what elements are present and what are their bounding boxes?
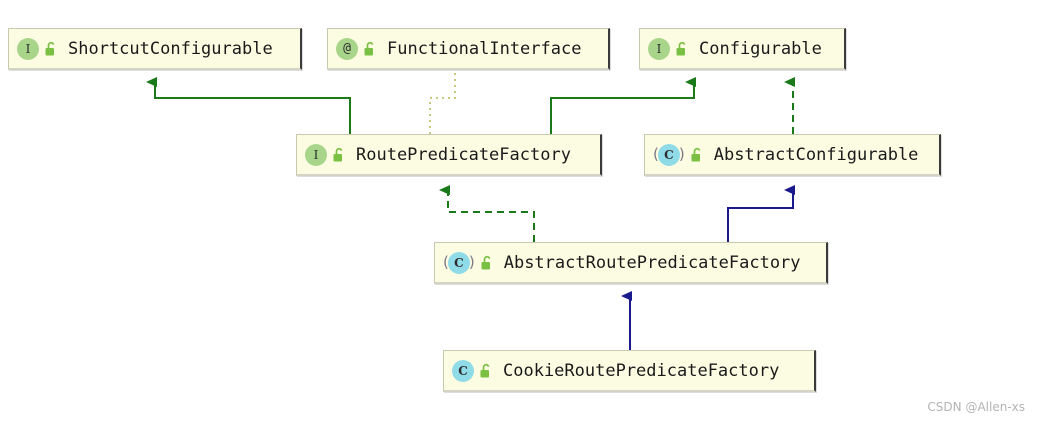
annotation-icon-glyph: @	[336, 37, 358, 60]
abstract-class-icon-glyph: C	[657, 143, 680, 166]
interface-icon-glyph: I	[305, 143, 327, 166]
unlocked-padlock-icon	[333, 147, 343, 161]
node-icon-group: C	[452, 359, 493, 382]
node-routepredicatefactory[interactable]: I RoutePredicateFactory	[296, 134, 602, 176]
interface-icon: I	[305, 143, 327, 166]
node-configurable[interactable]: I Configurable	[639, 28, 846, 70]
unlocked-padlock-icon	[676, 41, 686, 55]
node-label: FunctionalInterface	[387, 38, 582, 59]
node-label: AbstractRoutePredicateFactory	[503, 252, 801, 273]
class-icon-glyph: C	[452, 359, 474, 382]
interface-icon: I	[17, 37, 39, 60]
node-label: ShortcutConfigurable	[68, 38, 273, 59]
edge-arpf-extends-abstractconfigurable	[727, 185, 795, 242]
node-cookieroutepredicatefactory[interactable]: C CookieRoutePredicateFactory	[443, 350, 816, 392]
node-label: CookieRoutePredicateFactory	[503, 360, 780, 381]
interface-icon-glyph: I	[17, 37, 39, 60]
unlocked-padlock-icon	[481, 255, 491, 269]
node-icon-group: I	[305, 143, 346, 166]
interface-icon-glyph: I	[648, 37, 670, 60]
node-icon-group: C	[443, 251, 494, 274]
node-abstractconfigurable[interactable]: C AbstractConfigurable	[644, 134, 941, 176]
node-icon-group: I	[648, 37, 689, 60]
unlocked-padlock-icon	[691, 147, 701, 161]
watermark: CSDN @Allen-xs	[927, 400, 1025, 414]
unlocked-padlock-icon	[45, 41, 55, 55]
abstract-class-icon: C	[653, 143, 685, 166]
abstract-class-icon-glyph: C	[447, 251, 470, 274]
node-shortcutconfigurable[interactable]: I ShortcutConfigurable	[8, 28, 302, 70]
unlocked-padlock-icon	[480, 363, 490, 377]
abstract-class-icon: C	[443, 251, 475, 274]
node-icon-group: C	[653, 143, 704, 166]
edge-rpf-annotation-functionalinterface	[429, 72, 456, 134]
interface-icon: I	[648, 37, 670, 60]
node-label: RoutePredicateFactory	[356, 144, 571, 165]
node-label: Configurable	[699, 38, 822, 59]
edge-rpf-extends-configurable	[550, 77, 696, 134]
annotation-icon: @	[336, 37, 358, 60]
unlocked-padlock-icon	[364, 41, 374, 55]
edge-rpf-extends-shortcutconfigurable	[146, 77, 351, 134]
node-label: AbstractConfigurable	[713, 144, 919, 165]
class-icon: C	[452, 359, 474, 382]
node-icon-group: @	[336, 37, 377, 60]
edge-arpf-implements-rpf	[439, 185, 535, 242]
node-functionalinterface[interactable]: @ FunctionalInterface	[327, 28, 610, 70]
node-abstractroutepredicatefactory[interactable]: C AbstractRoutePredicateFactory	[434, 242, 828, 284]
node-icon-group: I	[17, 37, 58, 60]
